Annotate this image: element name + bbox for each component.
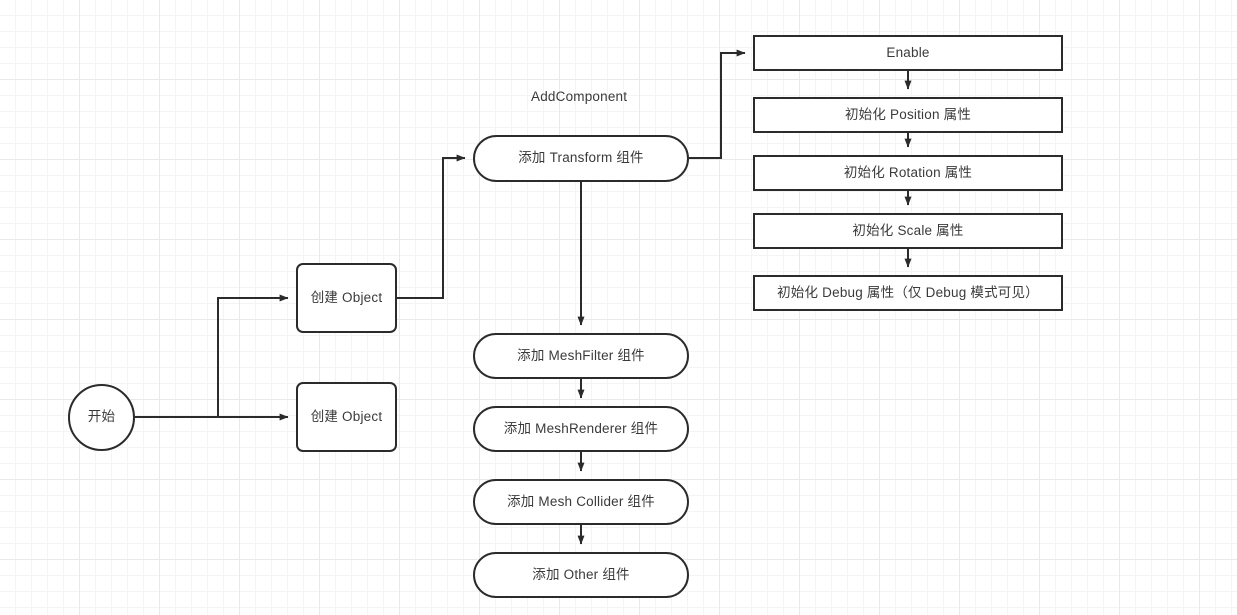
node-init_rotation[interactable]: 初始化 Rotation 属性 bbox=[753, 155, 1063, 191]
node-label: 添加 Mesh Collider 组件 bbox=[507, 493, 655, 509]
node-add_transform[interactable]: 添加 Transform 组件 bbox=[473, 135, 689, 182]
node-enable[interactable]: Enable bbox=[753, 35, 1063, 71]
node-init_debug[interactable]: 初始化 Debug 属性（仅 Debug 模式可见） bbox=[753, 275, 1063, 311]
edge-transform-to-enable bbox=[689, 49, 746, 159]
node-label: 创建 Object bbox=[310, 289, 383, 305]
node-init_scale[interactable]: 初始化 Scale 属性 bbox=[753, 213, 1063, 249]
edge-create1-to-transform bbox=[397, 154, 466, 299]
node-label: 添加 MeshRenderer 组件 bbox=[503, 420, 659, 436]
edge-paths bbox=[135, 49, 912, 545]
node-label: 初始化 Rotation 属性 bbox=[843, 164, 973, 180]
node-create_obj_2[interactable]: 创建 Object bbox=[296, 382, 397, 452]
node-label: 添加 Transform 组件 bbox=[518, 150, 644, 166]
node-create_obj_1[interactable]: 创建 Object bbox=[296, 263, 397, 333]
node-add_meshfilter[interactable]: 添加 MeshFilter 组件 bbox=[473, 333, 689, 379]
node-add_other[interactable]: 添加 Other 组件 bbox=[473, 552, 689, 598]
node-label: 初始化 Debug 属性（仅 Debug 模式可见） bbox=[777, 284, 1039, 300]
node-label: Enable bbox=[886, 44, 930, 60]
node-start[interactable]: 开始 bbox=[68, 384, 135, 451]
node-label: 开始 bbox=[87, 409, 116, 425]
node-label: 初始化 Scale 属性 bbox=[852, 222, 964, 238]
node-add_meshrend[interactable]: 添加 MeshRenderer 组件 bbox=[473, 406, 689, 452]
node-label: 添加 MeshFilter 组件 bbox=[517, 347, 645, 363]
edge-start-to-create1 bbox=[135, 294, 289, 418]
node-label: 创建 Object bbox=[310, 408, 383, 424]
node-label: 添加 Other 组件 bbox=[532, 566, 630, 582]
add-component-label: AddComponent bbox=[531, 89, 628, 104]
node-label: 初始化 Position 属性 bbox=[844, 106, 972, 122]
node-init_position[interactable]: 初始化 Position 属性 bbox=[753, 97, 1063, 133]
node-add_collider[interactable]: 添加 Mesh Collider 组件 bbox=[473, 479, 689, 525]
